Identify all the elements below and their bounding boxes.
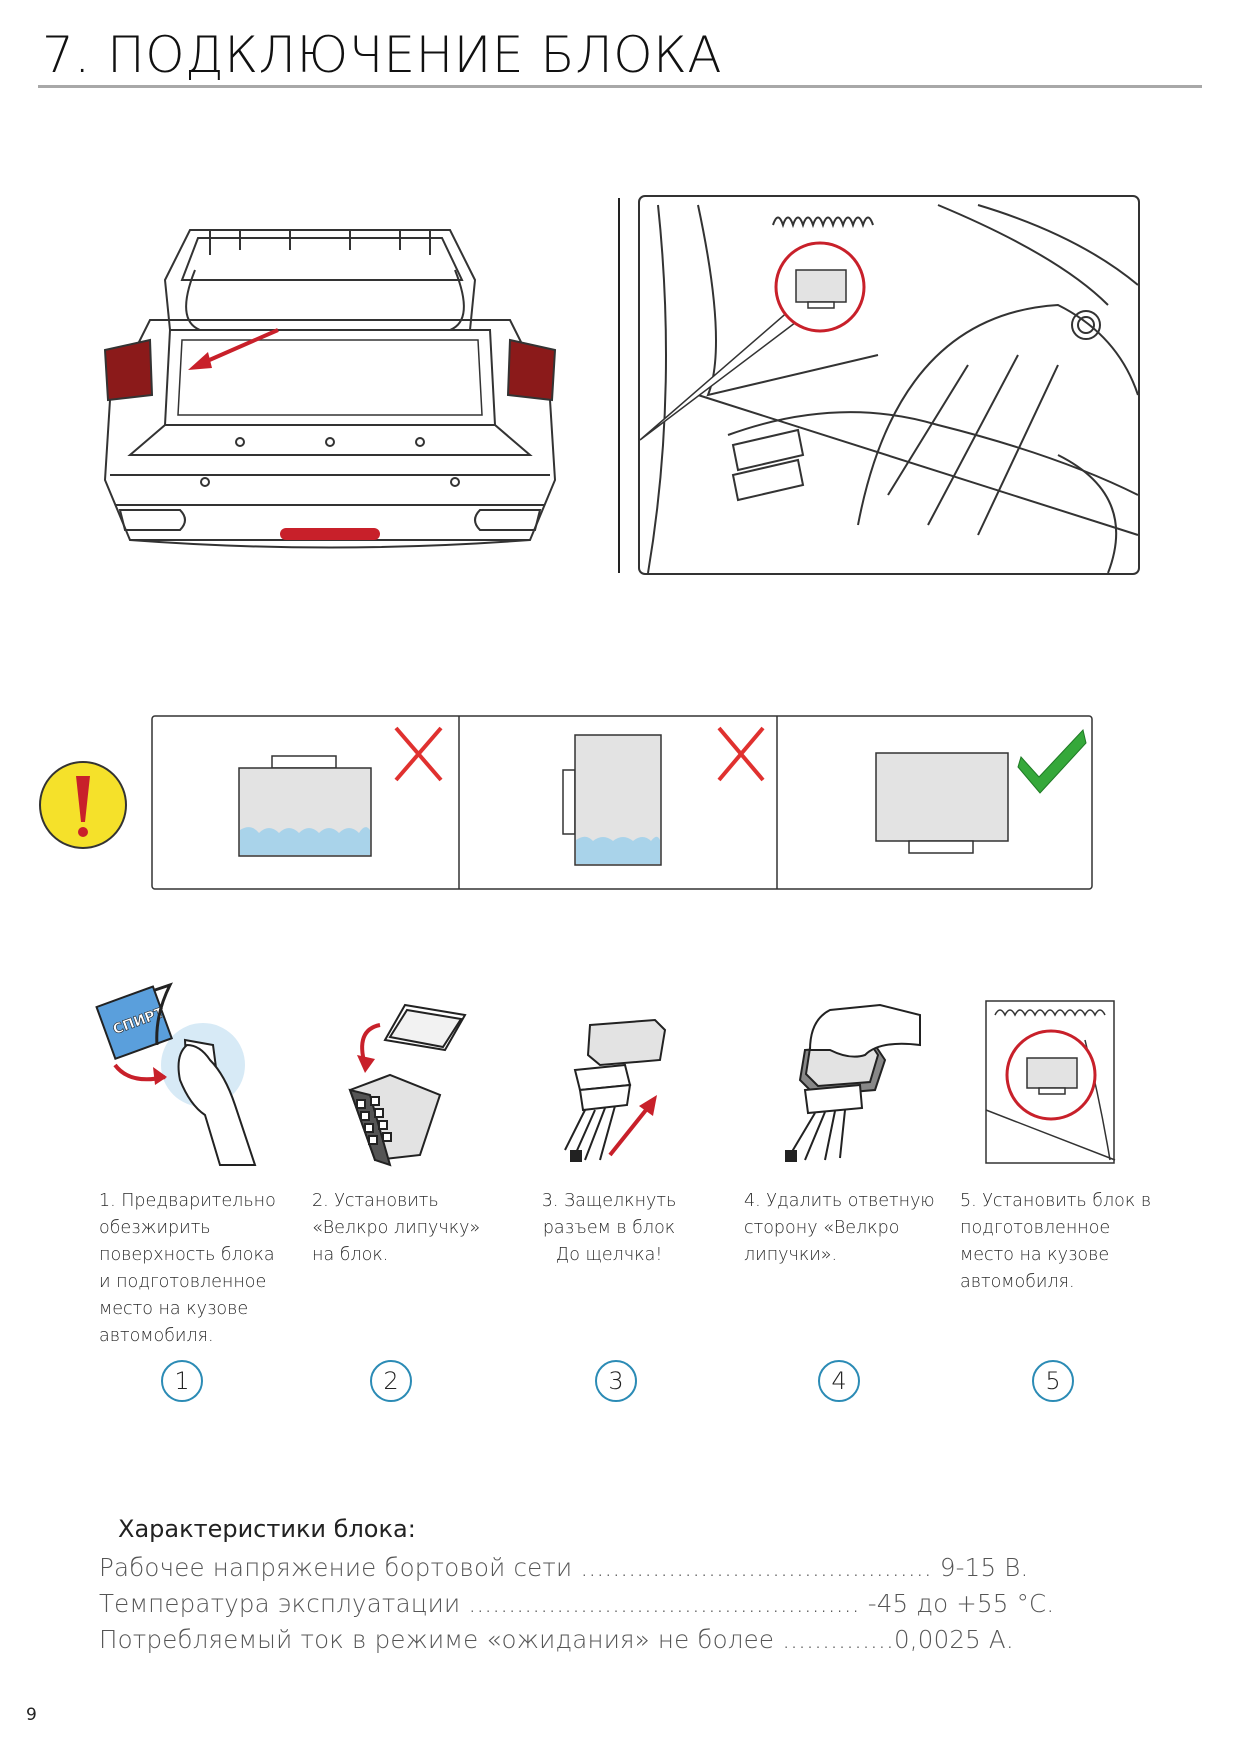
page-number: 9 — [26, 1705, 37, 1725]
exclamation-icon — [39, 761, 127, 849]
specs-title: Характеристики блока: — [118, 1515, 416, 1543]
illustration-divider — [618, 198, 620, 573]
check-icon — [1017, 728, 1087, 794]
trunk-interior-illustration — [638, 195, 1140, 575]
panel-connector-up — [238, 755, 372, 857]
spec-temperature: Температура эксплуатации ...............… — [99, 1589, 1055, 1618]
spec-standby-current: Потребляемый ток в режиме «ожидания» не … — [99, 1625, 1014, 1654]
step-number-2: 2 — [370, 1360, 412, 1402]
step-number-3: 3 — [595, 1360, 637, 1402]
cross-icon — [394, 726, 443, 782]
spec-voltage: Рабочее напряжение бортовой сети .......… — [99, 1553, 1029, 1582]
step1-degrease-illustration: СПИРТ — [95, 982, 257, 1166]
step-number-5: 5 — [1032, 1360, 1074, 1402]
cross-icon — [717, 726, 765, 782]
step3-connector-illustration — [564, 1018, 667, 1162]
step-1-text: 1. Предварительно обезжирить поверхность… — [99, 1191, 276, 1346]
step4-remove-velcro-illustration — [785, 1003, 921, 1162]
step-number-1: 1 — [161, 1360, 203, 1402]
step-3-text: 3. Защелкнуть разъем в блок До щелчка! — [541, 1191, 677, 1265]
step-number-4: 4 — [818, 1360, 860, 1402]
car-rear-illustration — [103, 229, 557, 549]
panel-connector-side — [562, 734, 662, 866]
step-2-text: 2. Установить «Велкро липучку» на блок. — [312, 1191, 481, 1265]
page-title: 7. ПОДКЛЮЧЕНИЕ БЛОКА — [42, 26, 723, 84]
step-4-text: 4. Удалить ответную сторону «Велкро липу… — [744, 1191, 935, 1265]
orientation-panels — [151, 715, 1093, 890]
step-5-text: 5. Установить блок в подготовленное мест… — [960, 1191, 1152, 1292]
title-underline — [38, 85, 1202, 88]
step5-install-illustration — [985, 1000, 1116, 1164]
step2-velcro-illustration — [348, 1003, 467, 1167]
panel-connector-down — [875, 752, 1009, 854]
